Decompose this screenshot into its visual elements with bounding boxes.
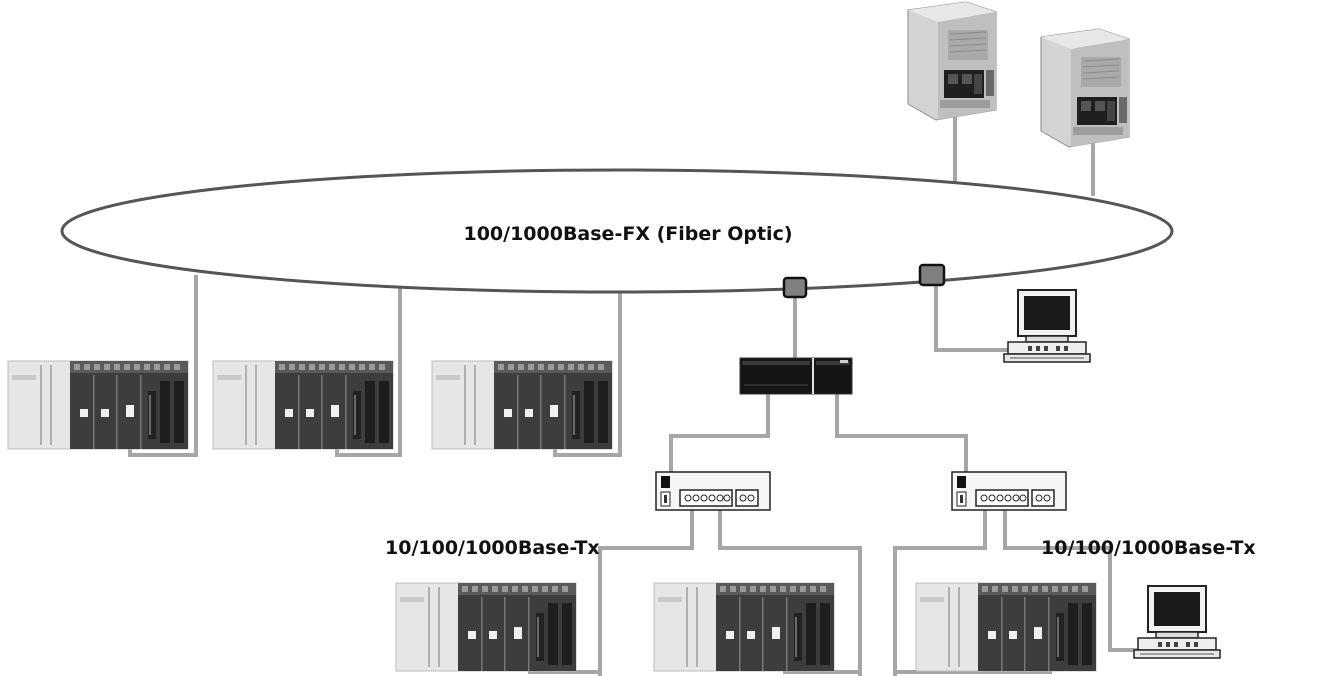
computer-workstation-icon[interactable] bbox=[1133, 585, 1221, 659]
plc-rack-icon[interactable] bbox=[212, 360, 394, 450]
tx-label-right: 10/100/1000Base-Tx bbox=[1041, 537, 1256, 559]
plc-5-link bbox=[718, 508, 862, 676]
plc-4-link bbox=[598, 508, 694, 676]
fiber-connector-icon bbox=[918, 263, 946, 287]
server-rack-icon[interactable] bbox=[907, 1, 997, 121]
computer-workstation-icon[interactable] bbox=[1003, 289, 1091, 363]
plc-rack-icon[interactable] bbox=[653, 582, 835, 672]
ethernet-hub-icon[interactable] bbox=[951, 471, 1067, 511]
workstation-1-link bbox=[934, 285, 1008, 352]
hub-1-uplink bbox=[669, 394, 770, 476]
ethernet-hub-icon[interactable] bbox=[655, 471, 771, 511]
fiber-optic-ring bbox=[60, 168, 1174, 294]
hub-2-uplink bbox=[835, 394, 968, 476]
plc-rack-icon[interactable] bbox=[395, 582, 577, 672]
plc-rack-icon[interactable] bbox=[915, 582, 1097, 672]
fiber-connector-icon bbox=[782, 276, 808, 299]
plc-rack-icon[interactable] bbox=[431, 360, 613, 450]
workstation-2-link bbox=[1003, 508, 1140, 652]
server-rack-icon[interactable] bbox=[1040, 28, 1130, 148]
ring-label: 100/1000Base-FX (Fiber Optic) bbox=[463, 223, 792, 245]
ethernet-switch-icon[interactable] bbox=[739, 357, 853, 395]
tx-label-left: 10/100/1000Base-Tx bbox=[385, 537, 600, 559]
plc-rack-icon[interactable] bbox=[7, 360, 189, 450]
plc-6-link bbox=[893, 508, 987, 676]
